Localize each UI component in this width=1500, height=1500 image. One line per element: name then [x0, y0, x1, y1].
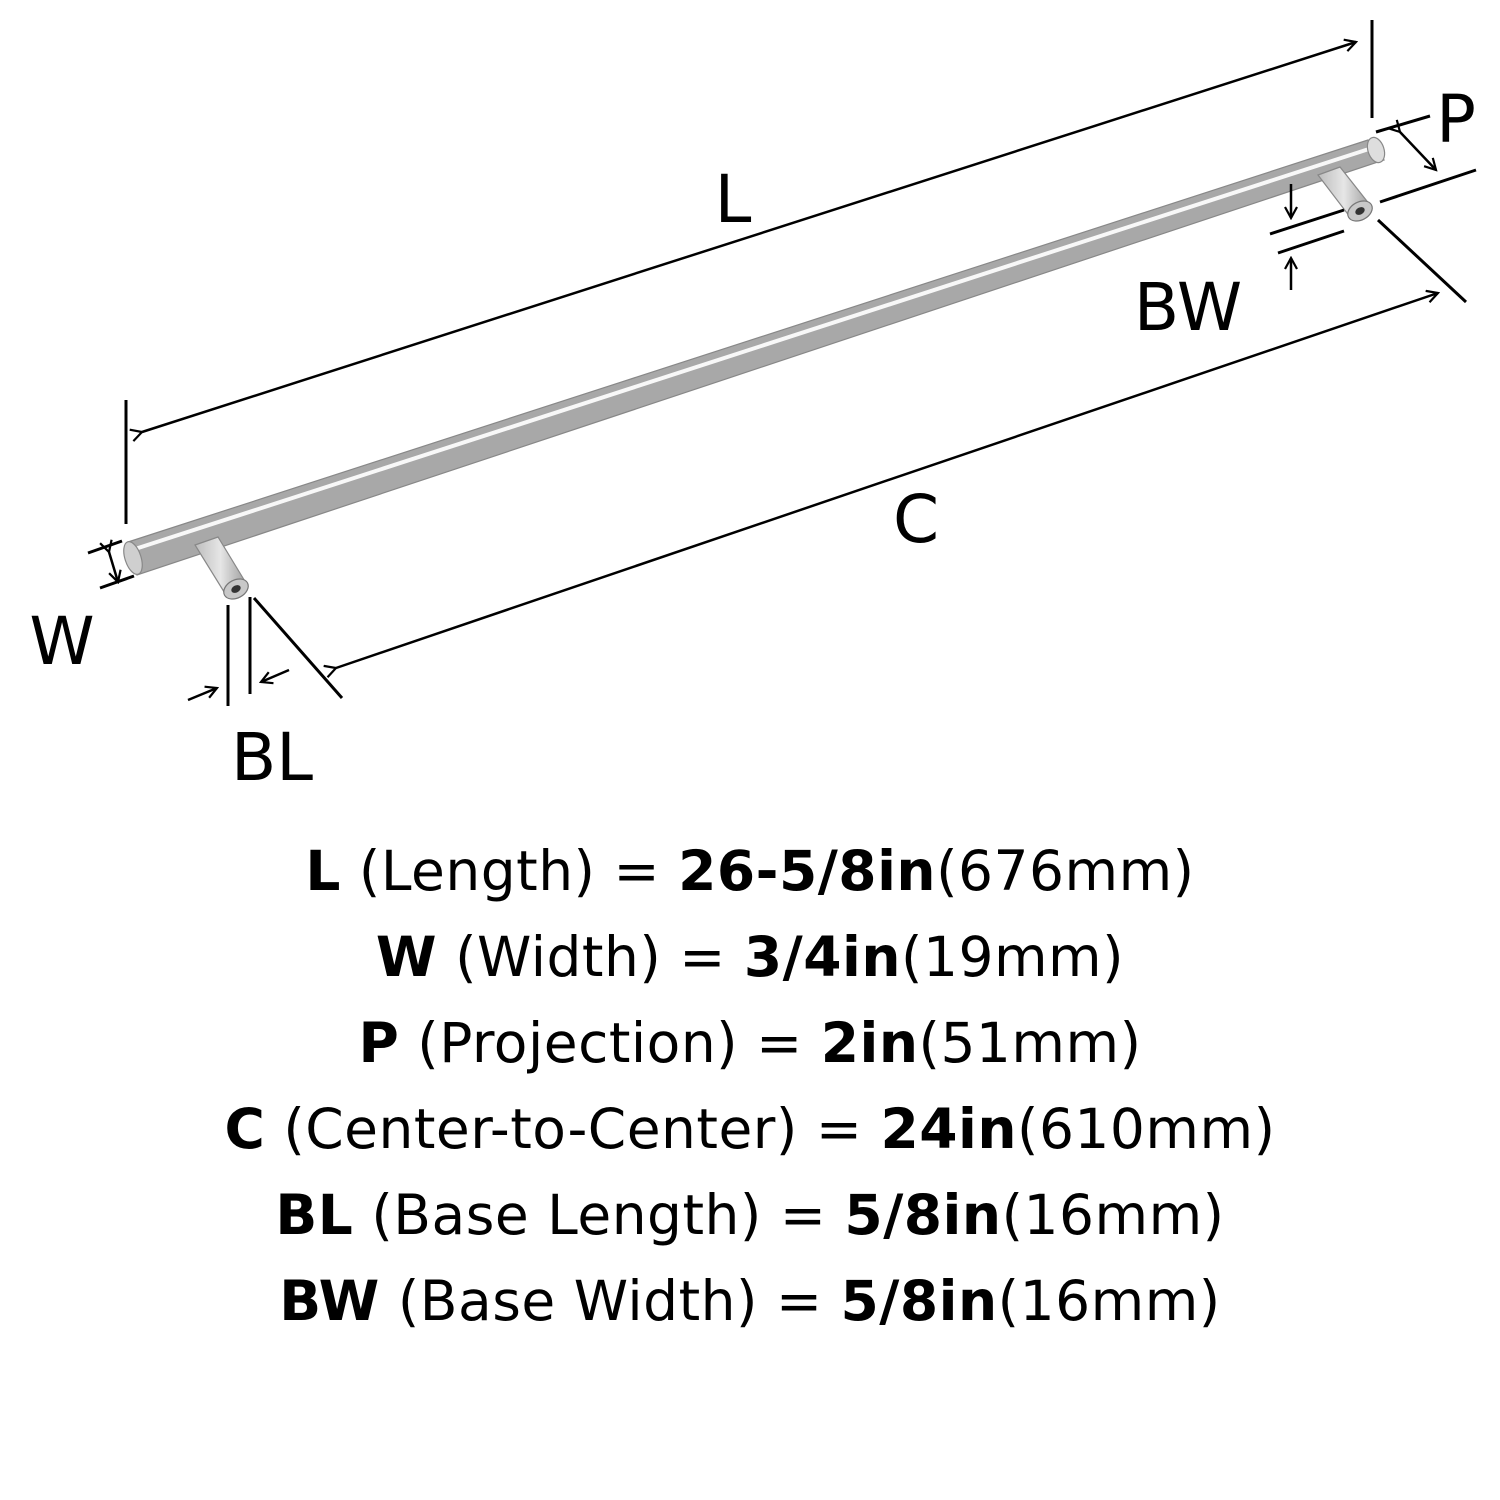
p-dim-line [1400, 132, 1436, 170]
spec-row: W (Width) = 3/4in(19mm) [0, 914, 1500, 1000]
spec-code: P [358, 1011, 400, 1075]
spec-code: BW [279, 1269, 380, 1333]
label-P: P [1436, 81, 1476, 158]
label-BL: BL [231, 719, 313, 796]
w-dim-line [109, 552, 118, 582]
specification-list: L (Length) = 26-5/8in(676mm)W (Width) = … [0, 828, 1500, 1344]
spec-equals: = [775, 1269, 823, 1333]
bar-highlight [131, 146, 1373, 552]
label-W: W [29, 603, 94, 680]
bar-end-right [1366, 136, 1386, 164]
spec-imperial: 5/8in [840, 1269, 998, 1333]
spec-imperial: 2in [820, 1011, 919, 1075]
c-dim-line [336, 293, 1438, 668]
spec-imperial: 5/8in [844, 1183, 1002, 1247]
dimension-base-width: BW [1134, 184, 1345, 346]
spec-metric: (51mm) [918, 1011, 1142, 1075]
spec-equals: = [779, 1183, 827, 1247]
bl-arrow-left [187, 688, 217, 702]
dimension-base-length: BL [187, 597, 313, 796]
spec-equals: = [613, 839, 661, 903]
spec-code: BL [275, 1183, 354, 1247]
spec-name: (Center-to-Center) [283, 1097, 798, 1161]
spec-imperial: 24in [880, 1097, 1017, 1161]
label-L: L [715, 161, 752, 238]
spec-metric: (16mm) [1001, 1183, 1225, 1247]
spec-metric: (16mm) [997, 1269, 1221, 1333]
dimension-center-to-center: C [252, 218, 1468, 699]
spec-row: P (Projection) = 2in(51mm) [0, 1000, 1500, 1086]
dimension-diagram: L C W BL P BW [29, 20, 1477, 796]
spec-metric: (610mm) [1016, 1097, 1276, 1161]
post-left [194, 536, 249, 600]
spec-code: L [305, 839, 341, 903]
c-extension-left [252, 597, 344, 699]
dimension-width: W [29, 541, 135, 680]
spec-name: (Length) [358, 839, 596, 903]
spec-name: (Width) [455, 925, 662, 989]
spec-name: (Base Length) [371, 1183, 762, 1247]
spec-imperial: 26-5/8in [678, 839, 937, 903]
dimension-projection: P [1375, 81, 1477, 204]
spec-row: BL (Base Length) = 5/8in(16mm) [0, 1172, 1500, 1258]
bl-arrow-right [261, 668, 290, 682]
spec-name: (Projection) [417, 1011, 739, 1075]
label-BW: BW [1134, 269, 1242, 346]
spec-equals: = [679, 925, 726, 989]
spec-metric: (19mm) [901, 925, 1125, 989]
bar-end-left [123, 541, 143, 575]
spec-name: (Base Width) [397, 1269, 758, 1333]
spec-equals: = [756, 1011, 803, 1075]
spec-row: BW (Base Width) = 5/8in(16mm) [0, 1258, 1500, 1344]
c-extension-right [1376, 218, 1468, 304]
spec-imperial: 3/4in [743, 925, 901, 989]
label-C: C [893, 481, 939, 558]
spec-code: W [375, 925, 438, 989]
spec-row: C (Center-to-Center) = 24in(610mm) [0, 1086, 1500, 1172]
spec-metric: (676mm) [936, 839, 1195, 903]
spec-code: C [224, 1097, 266, 1161]
spec-row: L (Length) = 26-5/8in(676mm) [0, 828, 1500, 914]
spec-equals: = [815, 1097, 863, 1161]
handle-bar [123, 136, 1386, 600]
